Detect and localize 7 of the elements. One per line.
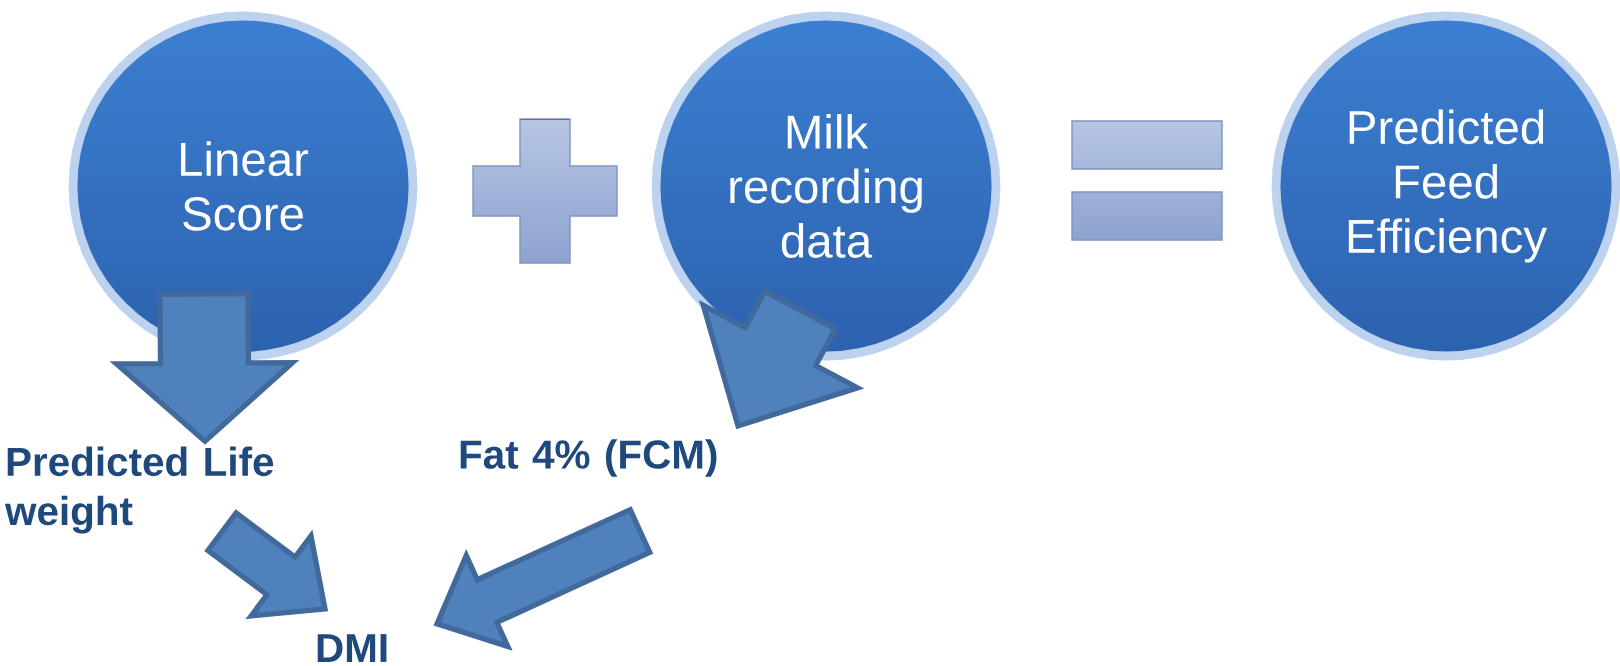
circle-node: Milk recording data: [651, 11, 1001, 361]
node-label: DMI: [317, 634, 387, 662]
circle-node: Linear Score: [68, 11, 418, 361]
node-label: Fat 4% (FCM): [460, 439, 717, 477]
block-arrow: [109, 291, 300, 445]
node-label: Predicted Life weight: [4, 446, 274, 534]
circle-node: Predicted Feed Efficiency: [1271, 11, 1620, 361]
